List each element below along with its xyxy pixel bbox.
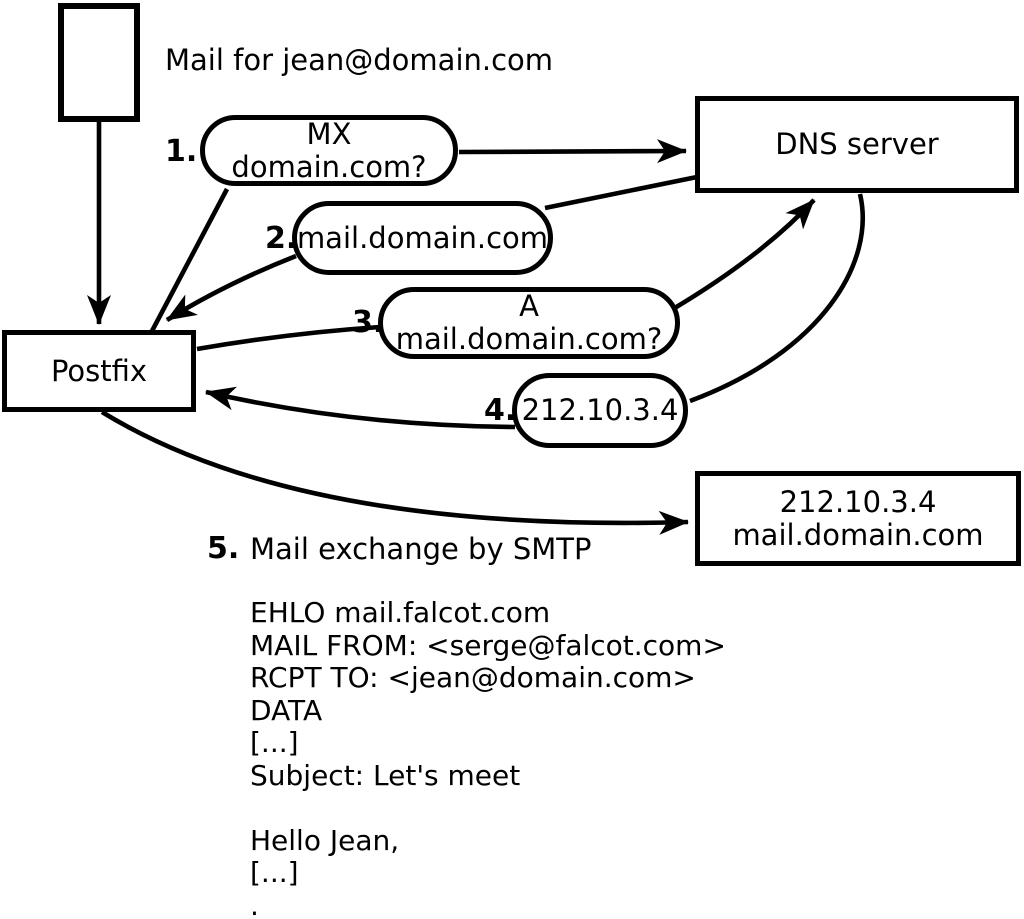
step-number-1: 1. — [165, 134, 198, 169]
arrow-mx-query-to-dns — [458, 139, 687, 164]
smtp-exchange-caption: Mail exchange by SMTP — [250, 532, 592, 566]
step-number-2: 2. — [265, 221, 298, 256]
mail-server-ip: 212.10.3.4 — [779, 484, 937, 519]
step-number-5: 5. — [207, 531, 240, 566]
step-number-4: 4. — [484, 393, 517, 428]
bubble-a-query: A mail.domain.com? — [378, 287, 680, 359]
line-postfix-to-a-query — [196, 324, 381, 352]
arrow-mx-response-to-postfix — [165, 253, 297, 322]
bubble-a-response-label: 212.10.3.4 — [521, 393, 679, 427]
smtp-session-text: EHLO mail.falcot.com MAIL FROM: <serge@f… — [250, 596, 726, 919]
bubble-mx-response: mail.domain.com — [292, 201, 553, 275]
mail-envelope-shape — [58, 3, 140, 122]
step-number-3: 3. — [352, 305, 385, 340]
bubble-mx-response-label: mail.domain.com — [296, 220, 549, 255]
line-postfix-to-mx-query — [149, 187, 230, 333]
postfix-node: Postfix — [2, 330, 196, 412]
dns-server-label: DNS server — [775, 127, 939, 161]
mail-server-hostname: mail.domain.com — [732, 517, 984, 552]
dns-server-node: DNS server — [695, 96, 1019, 193]
bubble-a-query-label: A mail.domain.com? — [395, 289, 663, 356]
arrow-postfix-to-mailserver-smtp — [100, 410, 689, 535]
line-dns-to-a-response — [689, 193, 866, 404]
bubble-a-response: 212.10.3.4 — [512, 373, 688, 448]
bubble-mx-query: MX domain.com? — [200, 115, 458, 186]
mail-for-caption: Mail for jean@domain.com — [165, 43, 554, 77]
mail-server-node: 212.10.3.4 mail.domain.com — [695, 471, 1021, 566]
arrow-a-response-to-postfix — [205, 386, 516, 430]
arrow-a-query-to-dns — [671, 198, 816, 311]
line-dns-to-mx-response — [544, 174, 698, 211]
bubble-mx-query-label: MX domain.com? — [231, 116, 427, 184]
postfix-label: Postfix — [50, 353, 148, 388]
